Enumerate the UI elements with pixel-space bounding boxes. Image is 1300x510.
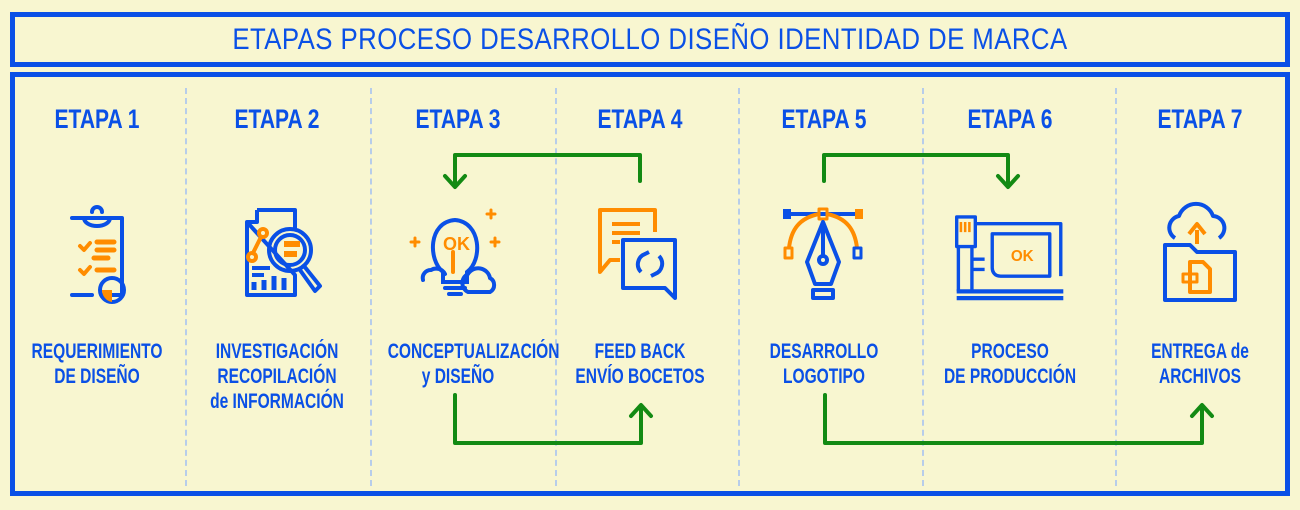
label-line: FEED BACK [594,340,686,363]
label-line: de INFORMACIÓN [210,390,344,413]
label-line: DE DISEÑO [54,365,140,388]
arrow-stage5-to-stage6 [822,153,1020,189]
label-line: DE PRODUCCIÓN [943,365,1077,388]
label-line: ENVÍO BOCETOS [575,365,705,388]
stage-3-heading: ETAPA 3 [415,104,501,134]
pen-tool-vector-icon [783,207,863,300]
column-divider [738,88,740,486]
stage-7-heading: ETAPA 7 [1157,104,1243,134]
column-divider [555,88,557,486]
cloud-upload-folder-icon [1163,201,1237,302]
label-line: ENTREGA de [1151,340,1249,363]
column-divider [185,88,187,486]
title-box [10,12,1290,67]
label-line: REQUERIMIENTO [31,340,163,363]
label-line: ARCHIVOS [1158,365,1242,388]
chat-feedback-icon [598,208,677,300]
stage-1-heading: ETAPA 1 [54,104,140,134]
label-line: RECOPILACIÓN [217,365,337,388]
label-line: DESARROLLO [769,340,879,363]
document-magnifier-icon [245,208,322,297]
label-line: PROCESO [971,340,1049,363]
label-line: CONCEPTUALIZACIÓN [387,340,560,363]
svg-text:OK: OK [1011,248,1034,265]
arrow-stage3-to-stage4 [453,393,653,445]
stage-2-heading: ETAPA 2 [234,104,320,134]
column-divider [370,88,372,486]
stage-4-heading: ETAPA 4 [597,104,683,134]
stages-panel [10,72,1290,496]
lightbulb-idea-icon: OK [409,208,501,296]
label-line: INVESTIGACIÓN [215,340,339,363]
arrow-stage5-to-stage7 [823,393,1214,445]
label-line: y DISEÑO [421,365,495,388]
page-title: ETAPAS PROCESO DESARROLLO DISEÑO IDENTID… [232,23,1068,56]
column-divider [1115,88,1117,486]
stage-5-heading: ETAPA 5 [781,104,867,134]
printer-production-icon: OK [955,215,1064,301]
clipboard-checklist-icon [70,205,126,304]
stage-6-heading: ETAPA 6 [967,104,1053,134]
column-divider [922,88,924,486]
label-line: LOGOTIPO [782,365,866,388]
arrow-stage4-to-stage3 [443,153,642,189]
svg-text:OK: OK [443,234,470,254]
